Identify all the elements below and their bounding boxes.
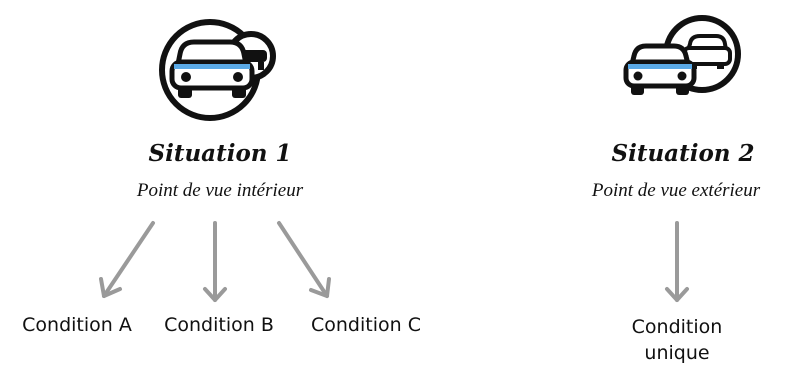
situation-1-title: Situation 1 (148, 140, 292, 167)
situation-2-title: Situation 2 (611, 140, 755, 167)
condition-unique-line-2: unique (644, 342, 710, 364)
car-exterior-view-icon (623, 15, 741, 95)
car-interior-view-icon (159, 19, 276, 121)
arrow-to-condition-b (203, 221, 227, 302)
condition-c: Condition C (311, 314, 421, 336)
arrow-to-condition-c (277, 221, 331, 298)
situation-2-subtitle: Point de vue extérieur (591, 180, 761, 201)
arrow-to-condition-a (99, 221, 155, 298)
situation-1-subtitle: Point de vue intérieur (136, 180, 304, 201)
condition-a: Condition A (22, 314, 132, 336)
condition-unique-line-1: Condition (631, 316, 723, 338)
condition-b: Condition B (164, 314, 274, 336)
arrow-to-condition-unique (665, 221, 689, 302)
